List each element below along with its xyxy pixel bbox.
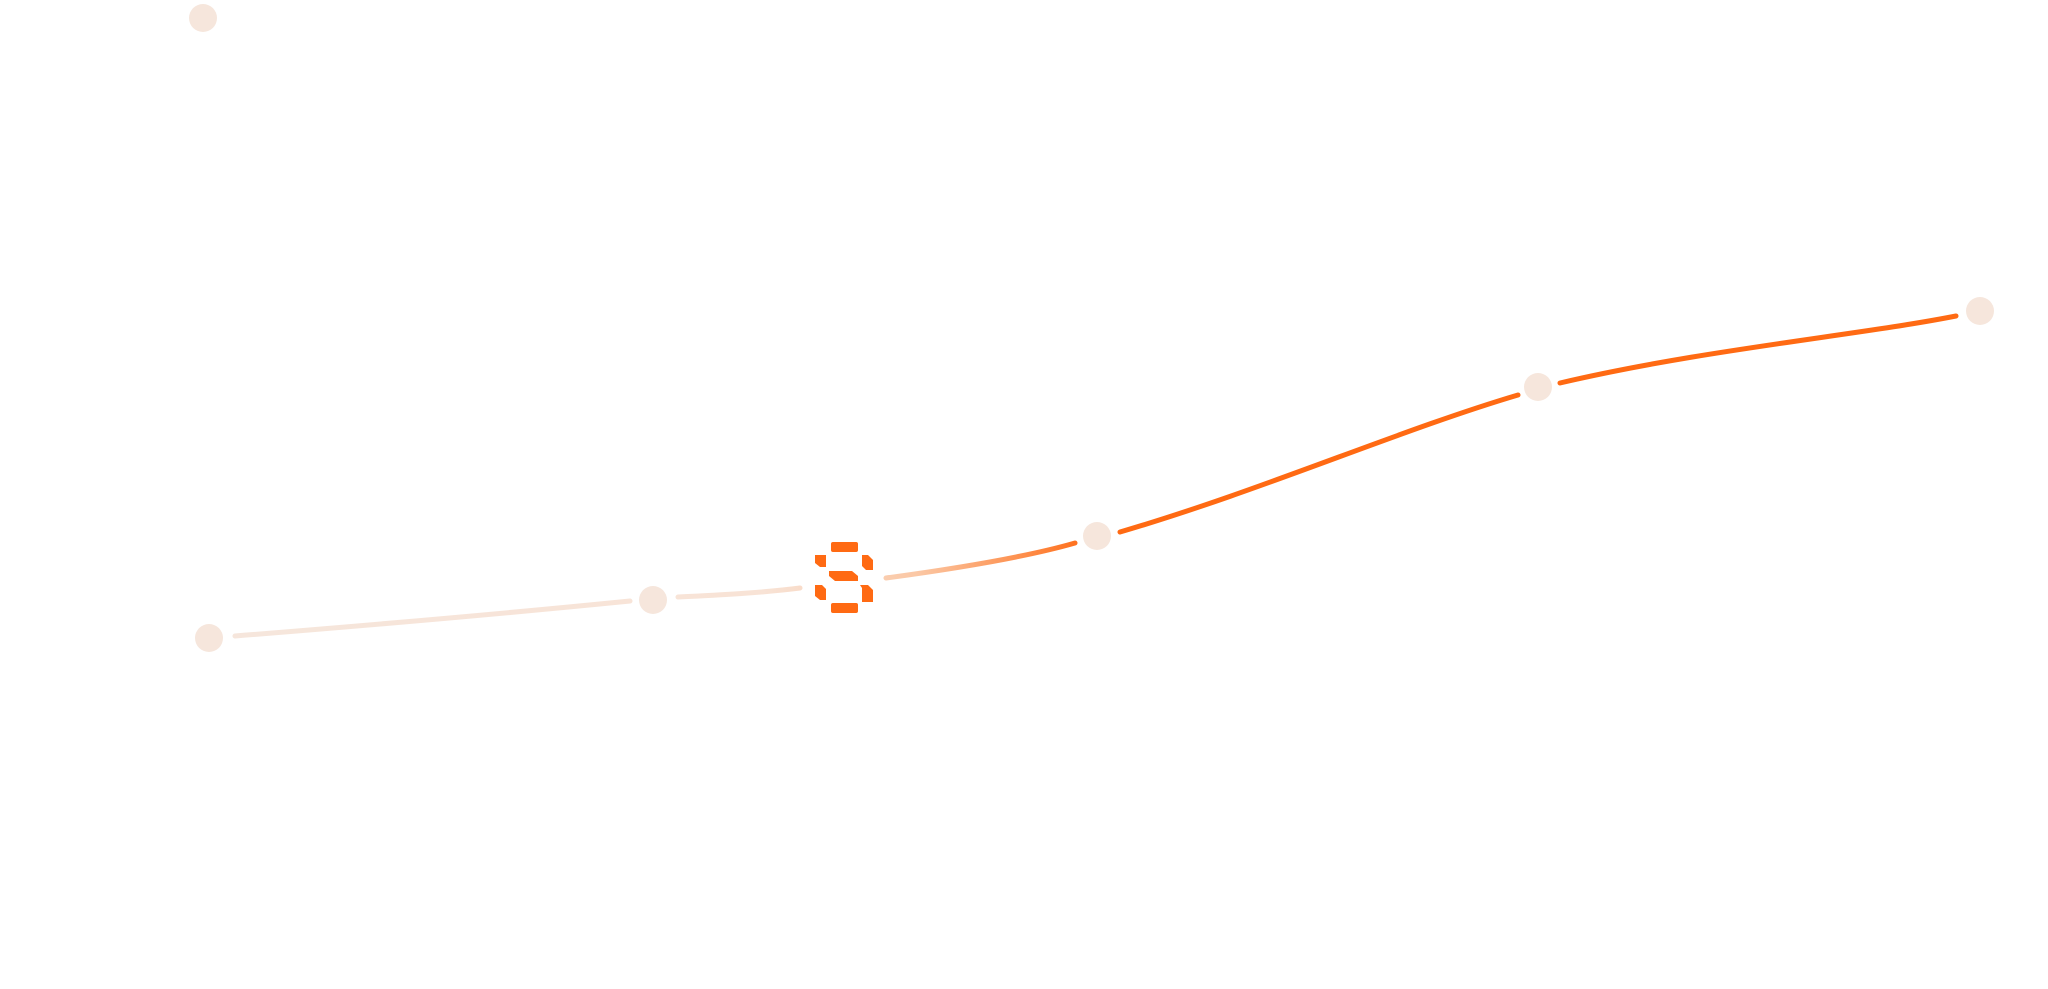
curve-segment-4 (1117, 392, 1521, 535)
curve-node (195, 624, 223, 652)
curve-segment-3 (883, 540, 1078, 581)
curve-segment-5 (1557, 313, 1959, 386)
curve-node (1966, 297, 1994, 325)
curve-segment-2 (675, 585, 803, 600)
curve-node (1524, 373, 1552, 401)
curve-node (189, 4, 217, 32)
curve-node (639, 586, 667, 614)
curve-node (1083, 522, 1111, 550)
curve-segment-1 (232, 598, 633, 639)
pixel-s-logo-icon (815, 542, 873, 613)
